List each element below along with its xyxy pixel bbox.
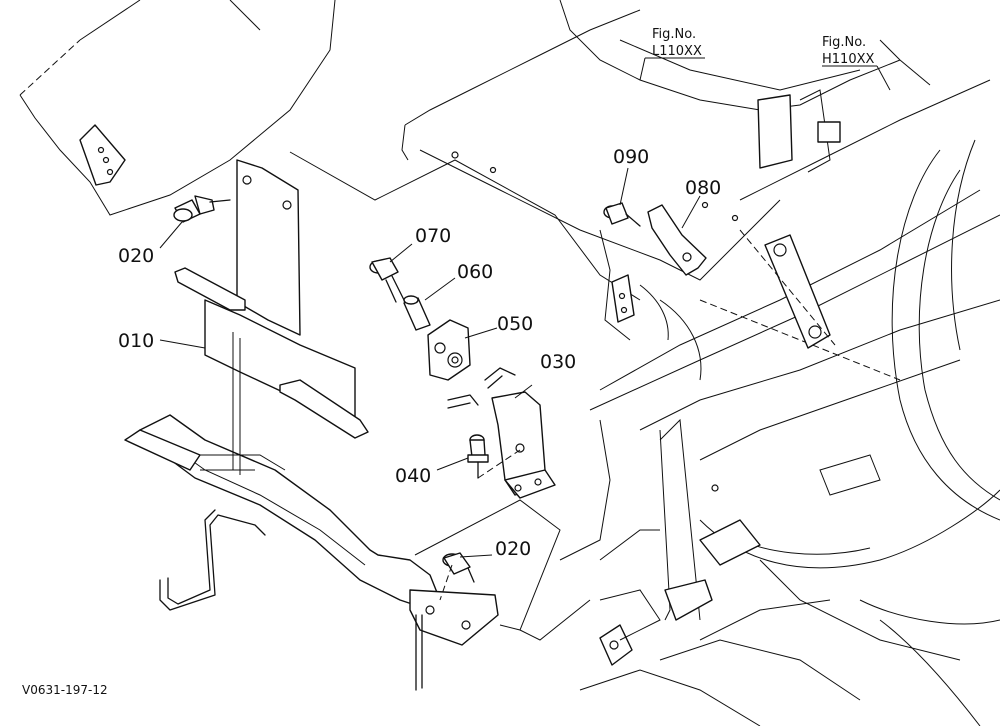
callout-090: 090 [613, 146, 649, 168]
machine-frame-background [19, 0, 1000, 726]
callout-030: 030 [540, 351, 576, 373]
bolt-020-lower [439, 552, 493, 601]
bolt-040 [436, 434, 521, 479]
fig-ref-l110-line1: Fig.No. [652, 27, 696, 42]
callout-020-lower: 020 [495, 538, 531, 560]
callout-080: 080 [685, 177, 721, 199]
bolt-070 [369, 243, 413, 303]
plate-080 [647, 195, 707, 276]
bolt-090 [603, 167, 641, 227]
bracket-010 [124, 159, 499, 691]
reference-leaders [639, 57, 891, 91]
bracket-030 [447, 367, 556, 499]
leader-010 [159, 339, 206, 349]
callout-070: 070 [415, 225, 451, 247]
collar-060 [403, 277, 456, 331]
bolt-020-upper [159, 195, 231, 249]
fig-ref-h110-line2: H110XX [822, 52, 874, 67]
callout-050: 050 [497, 313, 533, 335]
clamp-050 [427, 319, 498, 381]
callout-010: 010 [118, 330, 154, 352]
fig-ref-l110-line2: L110XX [652, 44, 702, 59]
callout-040: 040 [395, 465, 431, 487]
drawing-code: V0631-197-12 [22, 683, 108, 697]
fig-ref-h110-line1: Fig.No. [822, 35, 866, 50]
callout-060: 060 [457, 261, 493, 283]
callout-020-upper: 020 [118, 245, 154, 267]
